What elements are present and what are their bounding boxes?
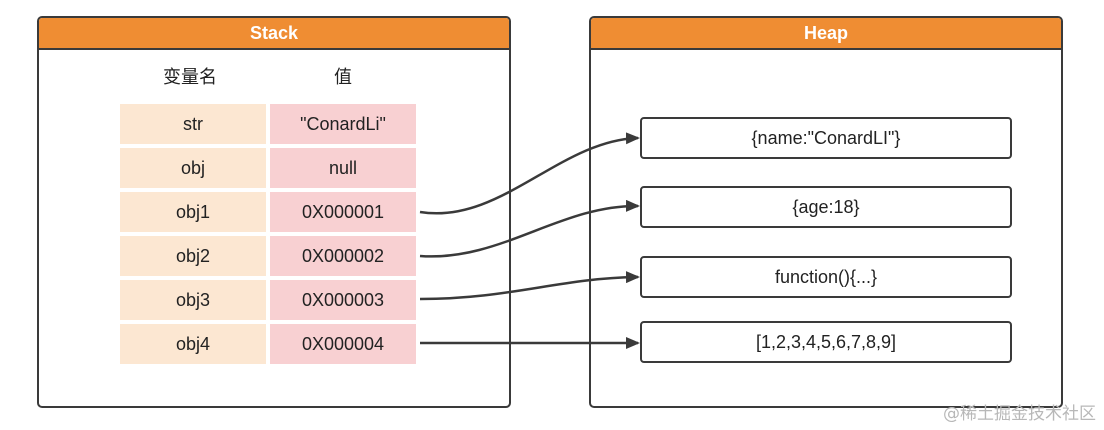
stack-var-value: 0X000002	[270, 236, 416, 276]
stack-var-value: 0X000001	[270, 192, 416, 232]
heap-object: {age:18}	[640, 186, 1012, 228]
watermark: @稀土掘金技术社区	[943, 404, 1096, 424]
heap-object: [1,2,3,4,5,6,7,8,9]	[640, 321, 1012, 363]
stack-var-name: obj	[120, 148, 266, 188]
stack-var-value: "ConardLi"	[270, 104, 416, 144]
stack-var-name: obj4	[120, 324, 266, 364]
stack-var-name: obj3	[120, 280, 266, 320]
stack-var-name: obj1	[120, 192, 266, 232]
reference-arrow	[419, 132, 640, 215]
stack-var-name: obj2	[120, 236, 266, 276]
heap-object: function(){...}	[640, 256, 1012, 298]
heap-object: {name:"ConardLI"}	[640, 117, 1012, 159]
column-header-variable-name: 变量名	[163, 67, 217, 88]
heap-header: Heap	[591, 18, 1061, 50]
reference-arrow	[419, 271, 640, 301]
column-header-value: 值	[334, 67, 352, 88]
stack-var-name: str	[120, 104, 266, 144]
stack-var-value: 0X000004	[270, 324, 416, 364]
stack-header: Stack	[39, 18, 509, 50]
stack-var-value: 0X000003	[270, 280, 416, 320]
stack-var-value: null	[270, 148, 416, 188]
reference-arrow	[419, 199, 640, 258]
